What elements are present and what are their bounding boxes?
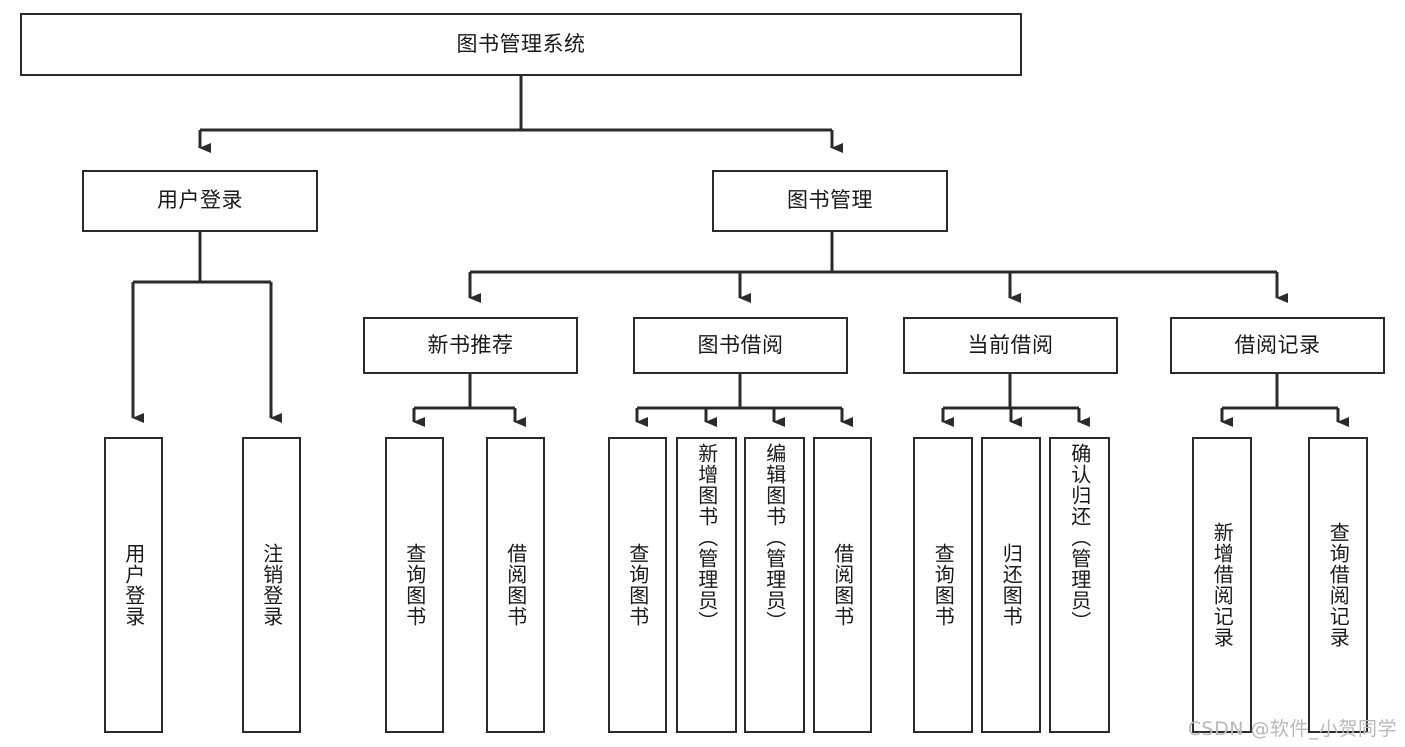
leaf-query-book-1[interactable]: 查询图书 [385,437,444,733]
node-new-book-recommend[interactable]: 新书推荐 [363,317,578,374]
leaf-logout-login-label: 注销登录 [259,543,284,627]
node-root[interactable]: 图书管理系统 [20,13,1022,76]
leaf-edit-book[interactable]: 编辑图书（管理员） [744,437,805,733]
leaf-query-borrow-record-label: 查询借阅记录 [1326,522,1351,648]
leaf-user-login[interactable]: 用户登录 [104,437,163,733]
leaf-borrow-book-2[interactable]: 借阅图书 [813,437,872,733]
node-borrow-record[interactable]: 借阅记录 [1170,317,1385,374]
leaf-add-book[interactable]: 新增图书（管理员） [676,437,737,733]
leaf-borrow-book-2-label: 借阅图书 [830,543,855,627]
leaf-confirm-return-label: 确认归还（管理员） [1067,443,1092,632]
leaf-confirm-return[interactable]: 确认归还（管理员） [1049,437,1110,733]
leaf-add-borrow-record[interactable]: 新增借阅记录 [1192,437,1252,733]
node-new-book-recommend-label: 新书推荐 [427,332,514,357]
leaf-return-book-label: 归还图书 [999,543,1024,627]
leaf-edit-book-label: 编辑图书（管理员） [762,443,787,632]
node-current-borrow-label: 当前借阅 [967,332,1054,357]
node-root-label: 图书管理系统 [456,31,586,56]
leaf-borrow-book-1[interactable]: 借阅图书 [486,437,545,733]
leaf-borrow-book-1-label: 借阅图书 [503,543,528,627]
leaf-query-book-3[interactable]: 查询图书 [913,437,973,733]
leaf-query-book-3-label: 查询图书 [931,543,956,627]
leaf-return-book[interactable]: 归还图书 [981,437,1041,733]
leaf-query-borrow-record[interactable]: 查询借阅记录 [1308,437,1368,733]
watermark: CSDN @软件_小贺同学 [1187,718,1397,740]
node-current-borrow[interactable]: 当前借阅 [903,317,1118,374]
node-book-borrow-label: 图书借阅 [697,332,784,357]
leaf-query-book-2-label: 查询图书 [625,543,650,627]
leaf-add-book-label: 新增图书（管理员） [694,443,719,632]
node-book-borrow[interactable]: 图书借阅 [633,317,848,374]
leaf-user-login-label: 用户登录 [121,543,146,627]
leaf-logout-login[interactable]: 注销登录 [242,437,301,733]
node-user-login[interactable]: 用户登录 [82,170,318,232]
leaf-query-book-1-label: 查询图书 [402,543,427,627]
node-book-management[interactable]: 图书管理 [712,170,948,232]
leaf-query-book-2[interactable]: 查询图书 [608,437,667,733]
node-user-login-label: 用户登录 [157,188,243,213]
leaf-add-borrow-record-label: 新增借阅记录 [1210,522,1235,648]
node-book-management-label: 图书管理 [787,188,873,213]
node-borrow-record-label: 借阅记录 [1234,332,1321,357]
